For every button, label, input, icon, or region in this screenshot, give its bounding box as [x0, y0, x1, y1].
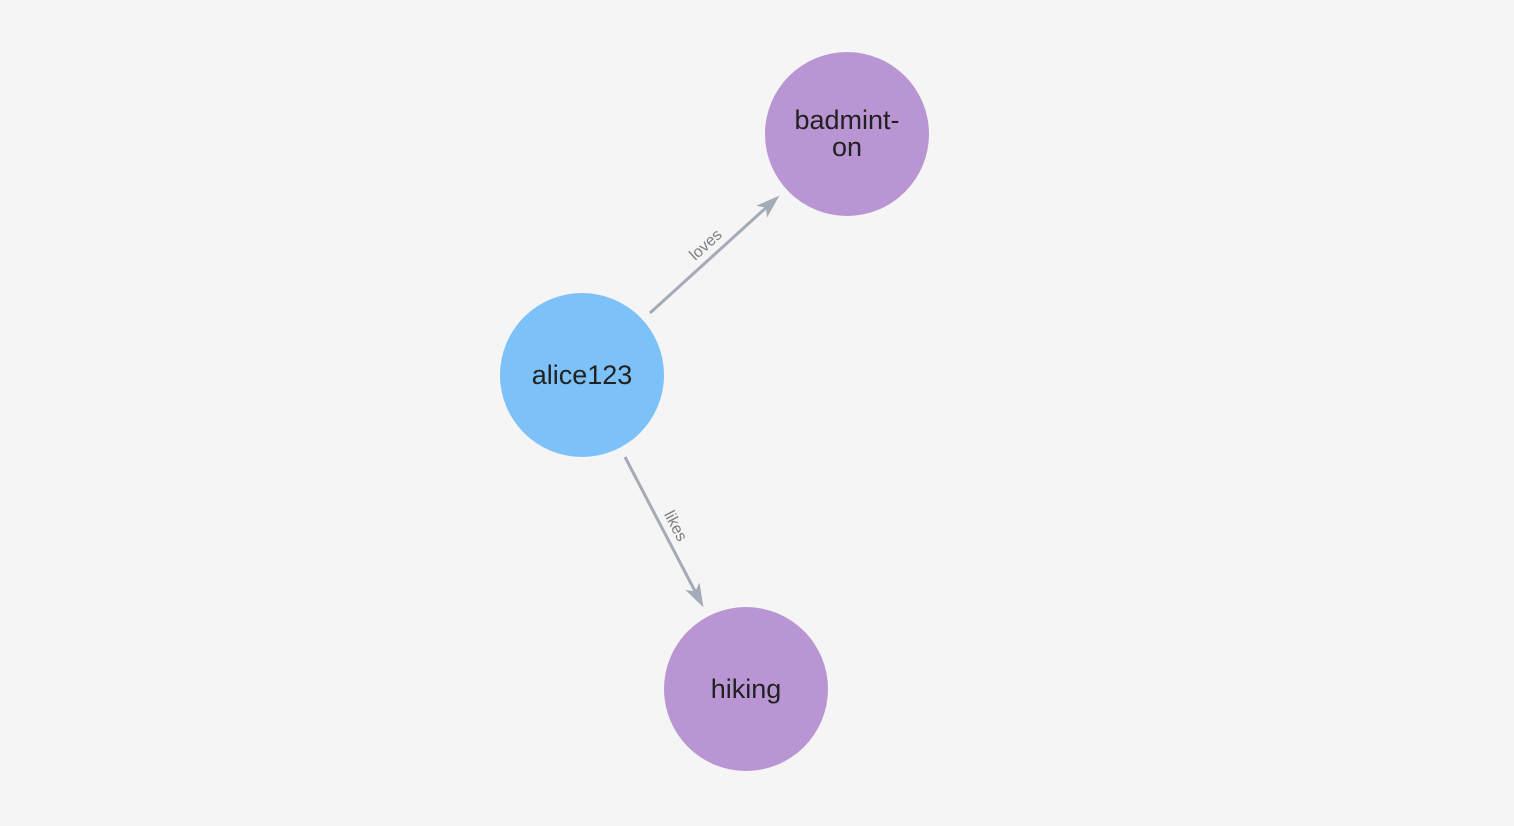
edge-label-likes[interactable]: likes — [660, 508, 690, 544]
node-label-hiking: hiking — [710, 673, 782, 704]
node-hiking[interactable]: hiking — [664, 607, 828, 771]
edge-alice123-badminton[interactable]: loves — [648, 195, 780, 315]
edge-line-loves[interactable] — [648, 195, 780, 315]
node-label-alice123: alice123 — [531, 359, 633, 390]
edge-line-likes[interactable] — [623, 456, 704, 608]
edge-label-loves[interactable]: loves — [687, 226, 726, 264]
node-badminton[interactable]: badmint- on — [765, 52, 929, 216]
edge-alice123-hiking[interactable]: likes — [623, 456, 704, 608]
node-label-badminton: badmint- on — [794, 105, 900, 162]
node-alice123[interactable]: alice123 — [500, 293, 664, 457]
